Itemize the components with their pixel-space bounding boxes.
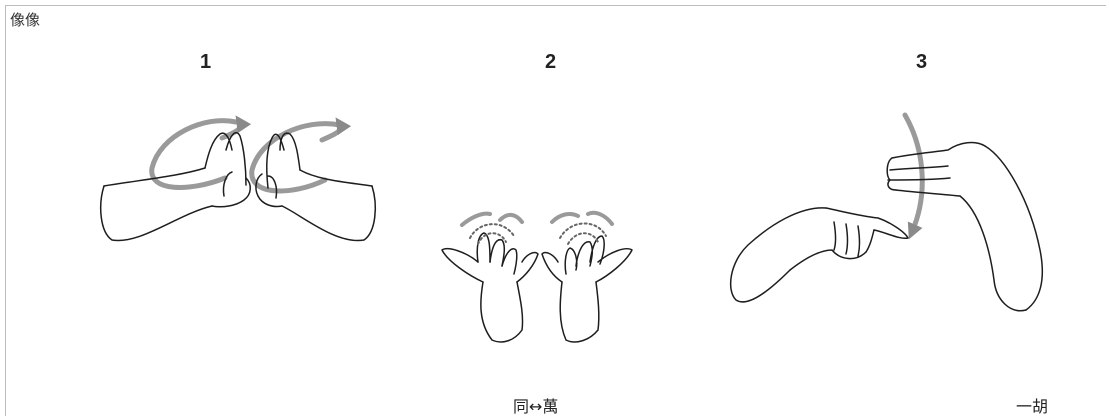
step-1-illustration [99, 115, 377, 242]
step-3-illustration [729, 112, 1044, 312]
circular-motion-arrow-right [249, 117, 352, 194]
lower-pointing-hand [729, 207, 909, 303]
left-arm [99, 131, 251, 242]
right-arm [255, 132, 377, 242]
step-3-number: 3 [916, 51, 928, 73]
step-2-illustration [441, 210, 633, 343]
source-tag: 一胡 [1016, 397, 1049, 416]
downward-motion-arrow [902, 112, 925, 240]
step-2-number: 2 [545, 51, 557, 73]
illustration-frame [5, 5, 1106, 416]
upper-flat-hand [886, 141, 1044, 312]
related-words-caption: 同↔萬 [513, 397, 559, 416]
left-hand [441, 211, 539, 343]
right-hand [541, 210, 633, 343]
step-1-number: 1 [200, 51, 212, 73]
circular-motion-arrow-left [149, 115, 252, 190]
sign-word-title: 像像 [10, 11, 41, 29]
